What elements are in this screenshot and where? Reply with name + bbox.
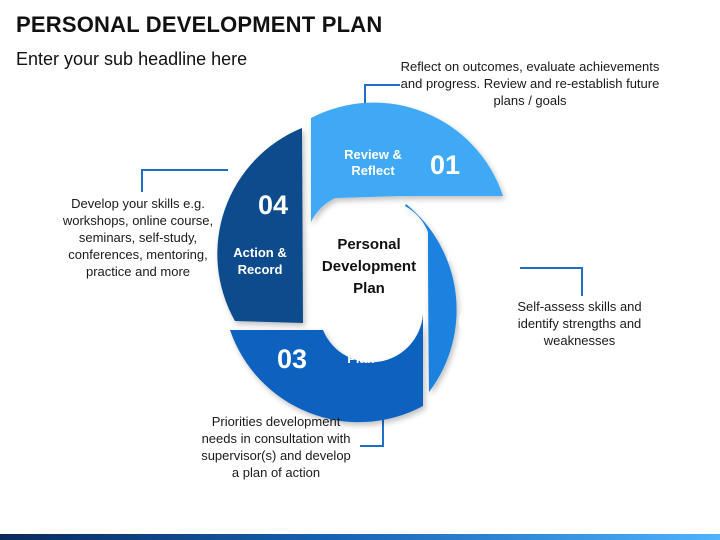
- connector-04: [141, 169, 228, 192]
- connector-02: [520, 267, 583, 296]
- callout-01-description: Reflect on outcomes, evaluate achievemen…: [400, 59, 660, 108]
- page-title: PERSONAL DEVELOPMENT PLAN: [16, 12, 383, 37]
- segment-01-label-line2: Reflect: [351, 163, 395, 178]
- segment-04-label-line2: Record: [238, 262, 283, 277]
- callout-03-description: Priorities development needs in consulta…: [201, 414, 351, 480]
- segment-02-identify: [405, 204, 457, 392]
- segment-02-label: Identify: [447, 249, 494, 264]
- segment-03-number: 03: [277, 344, 307, 374]
- center-title-line2: Development: [322, 258, 416, 275]
- segment-02-number: 02: [458, 306, 488, 336]
- segment-01-label-line1: Review &: [344, 147, 402, 162]
- callout-02-description: Self-assess skills and identify strength…: [517, 299, 642, 348]
- segment-03-label: Plan: [347, 351, 375, 366]
- segment-04-label-line1: Action &: [233, 245, 286, 260]
- callout-04-description: Develop your skills e.g. workshops, onli…: [62, 196, 214, 279]
- segment-03-plan: [230, 314, 423, 423]
- page-subtitle: Enter your sub headline here: [16, 49, 248, 69]
- center-title-line1: Personal: [337, 236, 400, 253]
- segment-04-number: 04: [258, 190, 288, 220]
- center-title-line3: Plan: [353, 280, 385, 297]
- bottom-accent-bar: [0, 534, 720, 540]
- segment-04-action-record: [217, 128, 303, 323]
- segment-01-review-reflect: [311, 102, 503, 222]
- segment-01-number: 01: [430, 150, 460, 180]
